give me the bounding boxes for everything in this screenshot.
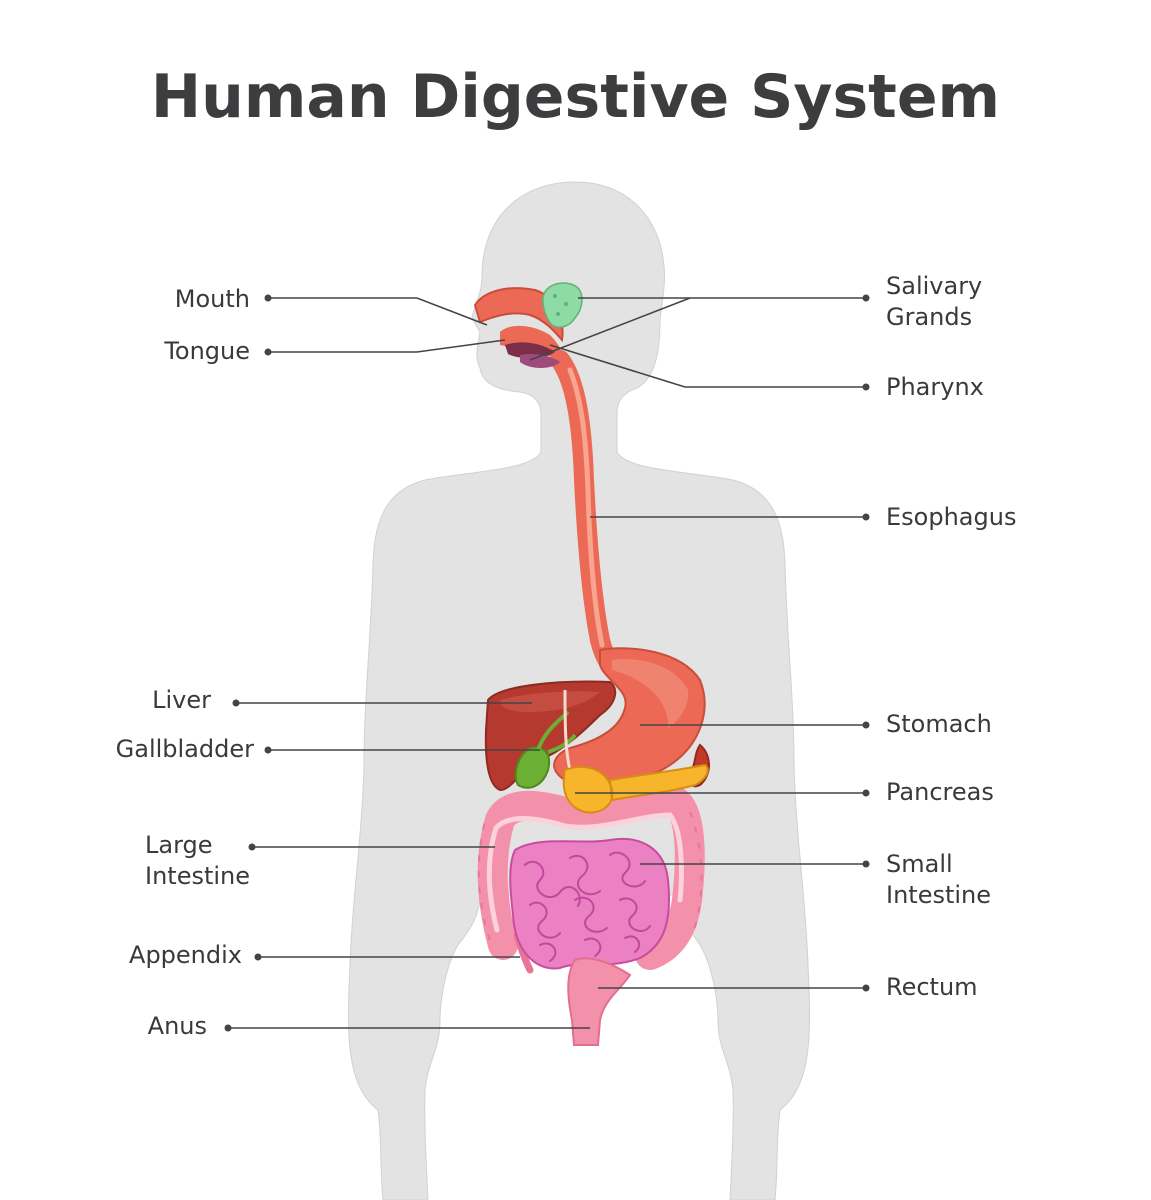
label-pharynx: Pharynx bbox=[886, 373, 984, 401]
label-stomach: Stomach bbox=[886, 710, 992, 738]
pancreas-shape bbox=[562, 763, 709, 814]
label-rectum: Rectum bbox=[886, 973, 978, 1001]
label-mouth: Mouth bbox=[175, 285, 250, 313]
leader-lines bbox=[224, 294, 870, 1032]
salivary-glands-shape bbox=[542, 282, 583, 328]
large-intestine-shape bbox=[477, 785, 705, 970]
gallbladder-shape bbox=[514, 746, 550, 789]
page-title: Human Digestive System bbox=[150, 62, 1001, 132]
label-gallbladder: Gallbladder bbox=[116, 735, 254, 763]
label-tongue: Tongue bbox=[163, 337, 250, 365]
label-esophagus: Esophagus bbox=[886, 503, 1016, 531]
label-pancreas: Pancreas bbox=[886, 778, 994, 806]
mouth-shape bbox=[473, 287, 564, 343]
label-liver: Liver bbox=[152, 686, 211, 714]
label-anus: Anus bbox=[148, 1012, 207, 1040]
rectum-shape bbox=[567, 957, 632, 1046]
label-appendix: Appendix bbox=[129, 941, 242, 969]
